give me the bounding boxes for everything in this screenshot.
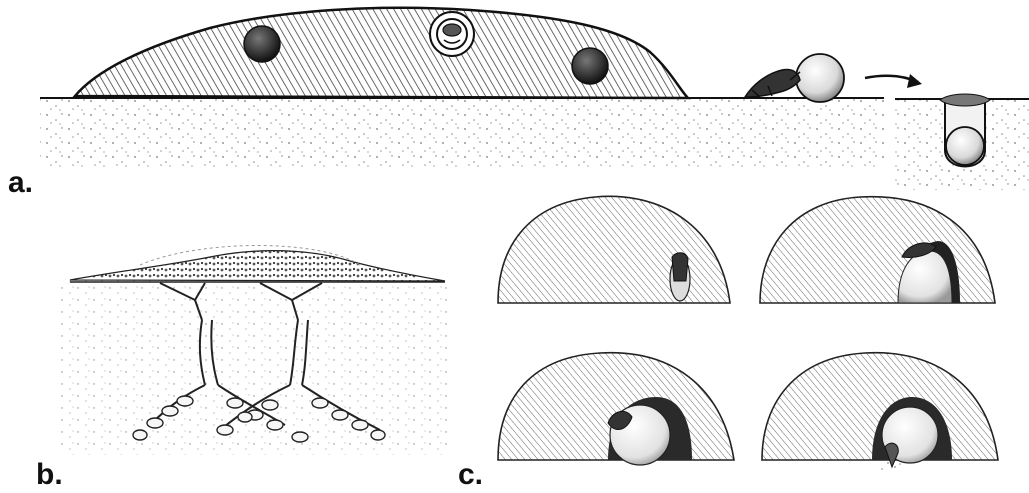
arrow-head (907, 74, 922, 88)
figure-label-a: a. (8, 168, 33, 198)
figure-label-c: c. (458, 460, 483, 490)
buried-dung-ball (946, 127, 984, 165)
panel-b-tunneler-burrow-diagram (60, 225, 450, 455)
dung-ball-rolled (796, 54, 844, 102)
panel-a-rolling-beetle-diagram (0, 0, 1029, 200)
dung-pile-surface (70, 251, 445, 281)
beetle-in-chamber (430, 12, 474, 56)
chamber-stage-2 (760, 197, 995, 303)
dung-ball-embedded-2 (572, 48, 608, 84)
figure-label-b: b. (36, 460, 63, 490)
panel-c-brood-chamber-sequence (490, 185, 1029, 475)
chamber-stage-4 (762, 353, 998, 470)
soil-ground-left (40, 97, 885, 167)
dung-ball-embedded-1 (244, 26, 280, 62)
chamber-stage-1 (498, 196, 730, 303)
chamber-stage-3 (498, 353, 734, 465)
beetle-rolling-ball (745, 54, 844, 102)
soil-cap (940, 94, 990, 106)
